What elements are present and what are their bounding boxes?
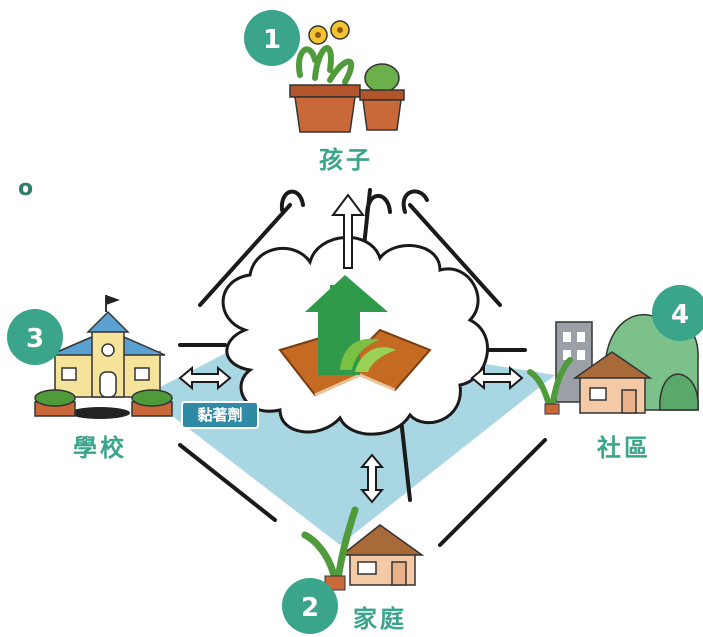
community-label: 社區 xyxy=(597,434,651,462)
double-arrow-family xyxy=(359,453,385,504)
node-child: 1 孩子 xyxy=(244,10,405,174)
badge-school xyxy=(7,309,63,365)
connector-lines xyxy=(178,188,547,547)
node-school: 3 學校 xyxy=(7,295,173,462)
node-community: 4 社區 xyxy=(527,285,703,462)
node-family: 2 家庭 xyxy=(282,506,425,634)
stray-mark: o xyxy=(18,176,33,201)
family-label: 家庭 xyxy=(353,605,407,633)
badge-community-number: 4 xyxy=(671,300,689,330)
double-arrow-school xyxy=(178,365,232,391)
badge-family-number: 2 xyxy=(301,593,319,623)
badge-child xyxy=(244,10,300,66)
badge-family xyxy=(282,578,338,634)
badge-school-number: 3 xyxy=(26,324,44,354)
double-arrow-community xyxy=(470,365,524,391)
flower-pot-icon xyxy=(289,20,405,133)
hook-curves xyxy=(279,189,429,217)
house-on-book-icon xyxy=(278,275,432,397)
badge-child-number: 1 xyxy=(263,25,281,55)
glue-label: 黏著劑 xyxy=(197,406,242,424)
school-label: 學校 xyxy=(73,434,127,462)
school-building-icon xyxy=(34,295,173,419)
house-icon xyxy=(301,506,425,591)
up-arrow xyxy=(331,193,365,269)
child-label: 孩子 xyxy=(319,146,373,174)
glue-tag: 黏著劑 xyxy=(181,401,259,429)
community-buildings-icon xyxy=(527,313,699,415)
badge-community xyxy=(652,285,703,341)
